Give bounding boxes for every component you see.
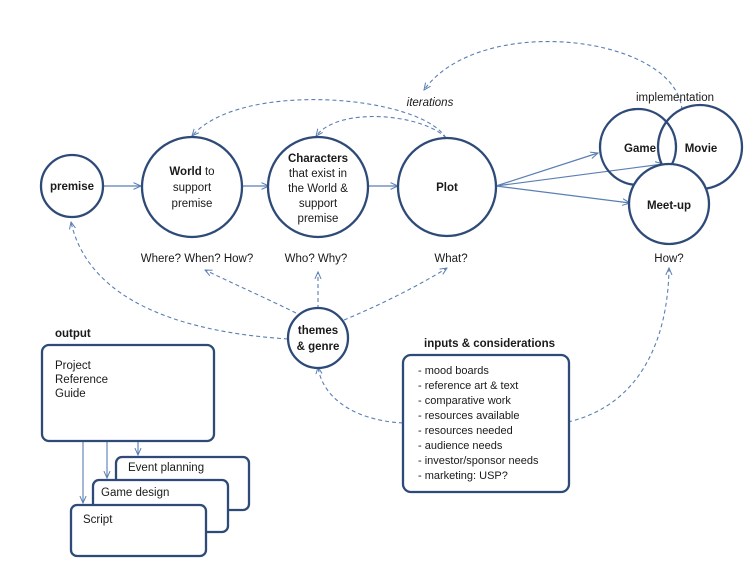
inputs-item: - resources available xyxy=(418,410,520,422)
node-game-label: Game xyxy=(624,143,656,155)
node-characters-line1: Characters xyxy=(288,153,348,165)
inputs-list: - mood boards - reference art & text - c… xyxy=(418,365,539,482)
themes-to-premise xyxy=(71,222,289,340)
arrow-plot-meetup xyxy=(495,185,630,203)
output-script-box xyxy=(69,503,208,558)
output-heading: output xyxy=(55,328,91,340)
output-main-line2: Reference xyxy=(55,374,108,386)
label-iterations: iterations xyxy=(407,97,454,109)
themes-to-what xyxy=(343,268,447,321)
node-characters-line5: premise xyxy=(298,213,339,225)
inputs-to-themes xyxy=(318,367,404,424)
output-event-planning-label: Event planning xyxy=(128,462,204,474)
node-plot-label: Plot xyxy=(436,182,458,194)
inputs-item: - audience needs xyxy=(418,440,503,452)
node-meetup-label: Meet-up xyxy=(647,200,691,212)
node-world-line3: premise xyxy=(172,198,213,210)
inputs-to-how xyxy=(567,268,669,423)
node-characters-line4: support xyxy=(299,198,338,210)
label-who-why: Who? Why? xyxy=(285,253,348,265)
node-world-line2: support xyxy=(173,182,212,194)
inputs-item: - investor/sponsor needs xyxy=(418,455,539,467)
node-characters-line2: that exist in xyxy=(289,168,347,180)
implementation-loop xyxy=(424,41,683,111)
node-meetup xyxy=(627,162,711,246)
node-themes-line2: & genre xyxy=(297,341,340,353)
inputs-box xyxy=(401,353,571,494)
output-main-box xyxy=(40,343,216,443)
output-main-line3: Guide xyxy=(55,388,86,400)
node-themes-line1: themes xyxy=(298,325,338,337)
inputs-item: - reference art & text xyxy=(418,380,518,392)
inputs-heading: inputs & considerations xyxy=(424,338,555,350)
output-main-line1: Project xyxy=(55,360,92,372)
inputs-item: - comparative work xyxy=(418,395,511,407)
inputs-item: - mood boards xyxy=(418,365,489,377)
node-characters-line3: the World & xyxy=(288,183,348,195)
node-premise: premise xyxy=(39,153,105,219)
node-plot: Plot xyxy=(396,136,498,238)
arrow-plot-game xyxy=(495,153,598,187)
iteration-loop-to-characters xyxy=(316,115,447,139)
node-premise-label: premise xyxy=(50,181,94,193)
output-game-design-label: Game design xyxy=(101,487,169,499)
dashed-connectors xyxy=(71,41,683,424)
node-world-bold: World xyxy=(169,166,201,178)
solid-connectors xyxy=(103,153,663,203)
node-movie-label: Movie xyxy=(685,143,718,155)
themes-to-where xyxy=(205,270,297,314)
arrow-plot-movie xyxy=(495,164,663,187)
label-implementation: implementation xyxy=(636,92,714,104)
output-script-label: Script xyxy=(83,514,113,526)
node-characters: Characters that exist in the World & sup… xyxy=(266,135,370,239)
label-what: What? xyxy=(434,253,467,265)
node-world-rest: to xyxy=(202,166,215,178)
label-how: How? xyxy=(654,253,683,265)
node-world: World to support premise xyxy=(140,135,244,239)
node-themes: themes & genre xyxy=(286,306,350,370)
inputs-item: - resources needed xyxy=(418,425,513,437)
inputs-item: - marketing: USP? xyxy=(418,470,508,482)
output-connectors xyxy=(83,441,138,503)
label-where-when-how: Where? When? How? xyxy=(141,253,254,265)
iteration-loop-to-world xyxy=(192,99,447,139)
node-world-line1: World to xyxy=(169,166,214,178)
